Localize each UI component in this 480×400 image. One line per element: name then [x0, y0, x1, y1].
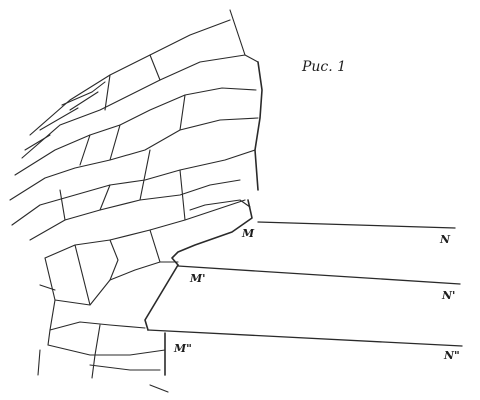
ray-m-n	[257, 221, 456, 229]
cell-wall	[54, 261, 179, 306]
cell-wall	[44, 199, 246, 259]
cell-wall	[29, 19, 231, 136]
cell-wall	[179, 94, 186, 131]
ray-m1-n1	[177, 265, 461, 285]
cell-wall	[74, 244, 91, 306]
hatch-line	[69, 91, 99, 111]
hatch-line	[39, 107, 79, 131]
cell-wall	[189, 199, 251, 211]
cell-wall	[37, 349, 41, 376]
point-n-label: N	[440, 233, 451, 246]
cell-wall	[104, 74, 111, 111]
cell-wall	[9, 117, 259, 201]
step-edge	[144, 264, 179, 331]
step-edge	[254, 61, 263, 191]
point-m-prime-label: M'	[190, 272, 206, 285]
cell-wall	[91, 324, 101, 379]
cell-wall	[149, 229, 161, 263]
cell-wall	[99, 184, 111, 211]
cell-wall	[14, 87, 257, 176]
cell-wall	[61, 81, 106, 106]
figure-title: Рис. 1	[302, 59, 347, 75]
cell-wall	[29, 179, 241, 241]
cell-wall	[139, 149, 151, 201]
cell-wall	[149, 54, 161, 81]
cell-wall	[149, 384, 169, 393]
step-edge	[171, 199, 253, 266]
point-n-double-prime-label: N"	[444, 349, 460, 362]
cell-wall	[109, 124, 121, 161]
cell-wall	[49, 321, 146, 331]
cell-wall	[89, 364, 161, 371]
cell-wall	[44, 257, 56, 346]
ray-m2-n2	[147, 329, 463, 347]
cell-wall	[11, 149, 256, 226]
cell-wall	[39, 284, 56, 291]
point-m-label: M	[242, 227, 255, 240]
cell-wall	[59, 189, 66, 221]
cell-wall	[47, 344, 166, 356]
cell-wall	[229, 9, 246, 56]
cell-wall	[79, 134, 91, 166]
cell-wall	[109, 239, 119, 281]
point-n-prime-label: N'	[442, 289, 456, 302]
cell-wall	[21, 54, 259, 159]
point-m-double-prime-label: M"	[174, 342, 192, 355]
cell-wall	[179, 169, 186, 221]
hatch-line	[24, 134, 51, 151]
